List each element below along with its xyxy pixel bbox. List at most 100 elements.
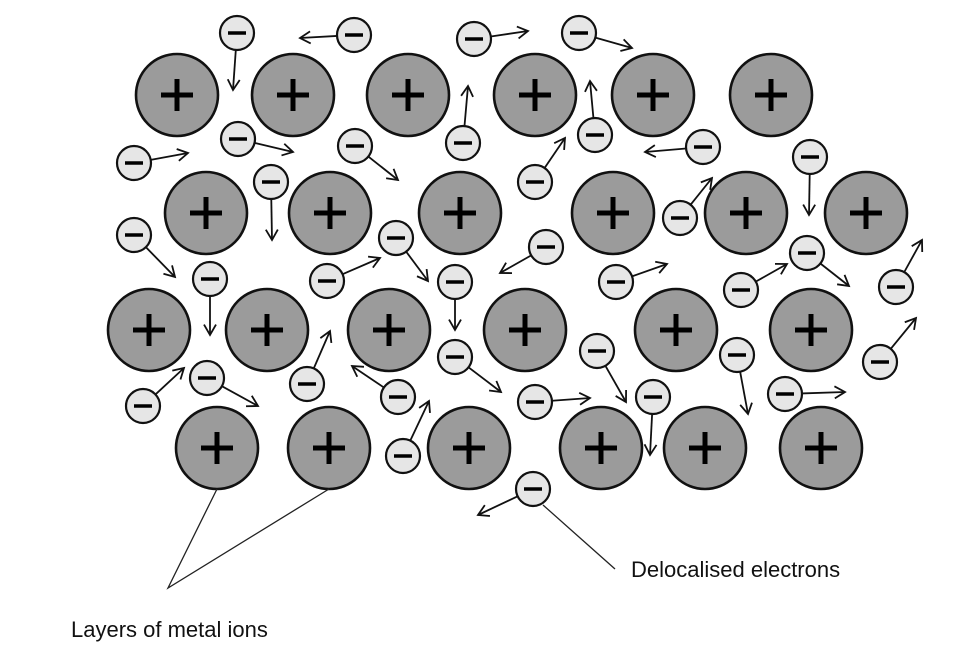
electron (576, 116, 614, 154)
arrow-head-icon (615, 389, 627, 404)
electron (336, 127, 374, 165)
electron (252, 163, 290, 201)
arrow-shaft (689, 177, 713, 206)
arrow-shaft (819, 262, 850, 287)
metal-ion (633, 287, 719, 373)
arrow-head-icon (911, 238, 924, 253)
arrow-head-icon (163, 265, 177, 279)
arrow-shaft (463, 85, 469, 127)
metal-ion (106, 287, 192, 373)
electron (288, 365, 326, 403)
arrow-head-icon (700, 176, 714, 190)
motion-arrow (145, 246, 177, 279)
arrow-shaft (405, 251, 429, 282)
motion-arrow (467, 366, 503, 394)
arrow-shaft (342, 257, 381, 276)
arrow-shaft (351, 365, 385, 389)
arrow-shaft (150, 152, 189, 161)
metal-ions-leader-line (166, 488, 330, 590)
electron (516, 163, 554, 201)
arrow-head-icon (350, 364, 365, 378)
motion-arrow (409, 399, 431, 442)
arrow-head-icon (498, 262, 513, 275)
motion-arrow (342, 255, 382, 276)
metal-ion (250, 52, 336, 138)
arrow-shaft (903, 239, 923, 273)
metal-ion (417, 170, 503, 256)
arrow-head-icon (281, 143, 295, 157)
motion-arrow (226, 49, 241, 92)
arrow-head-icon (774, 262, 789, 275)
motion-arrow (154, 366, 186, 396)
motion-arrow (643, 144, 687, 158)
arrow-shaft (644, 147, 687, 153)
motion-arrow (312, 329, 333, 369)
arrow-head-icon (516, 25, 530, 40)
delocalised-electrons-label: Delocalised electrons (631, 557, 840, 582)
arrow-head-icon (655, 260, 669, 274)
electron-motion-arrows (145, 25, 924, 517)
arrow-head-icon (578, 391, 592, 406)
metal-ion (492, 52, 578, 138)
metal-ion (823, 170, 909, 256)
motion-arrow (254, 142, 295, 157)
electron (877, 268, 915, 306)
arrow-shaft (631, 263, 668, 278)
electron (791, 138, 829, 176)
arrow-shaft (270, 198, 273, 241)
electron (634, 378, 672, 416)
electron (722, 271, 760, 309)
electron (218, 14, 256, 52)
metal-ion (174, 405, 260, 491)
delocalised-electrons (115, 14, 915, 508)
arrow-shaft (312, 330, 331, 369)
metal-ion (287, 170, 373, 256)
electron (527, 228, 565, 266)
metal-ion (224, 287, 310, 373)
electron (191, 260, 229, 298)
arrow-shaft (221, 385, 259, 407)
arrow-head-icon (203, 324, 217, 337)
arrow-head-icon (298, 30, 312, 45)
arrow-head-icon (833, 385, 847, 400)
metal-ion (163, 170, 249, 256)
electron (219, 120, 257, 158)
electron (560, 14, 598, 52)
arrow-head-icon (643, 443, 658, 457)
metal-ion (426, 405, 512, 491)
electron (661, 199, 699, 237)
electron (115, 216, 153, 254)
arrow-head-icon (418, 399, 431, 414)
metal-ion (558, 405, 644, 491)
metal-ion (768, 287, 854, 373)
metal-ion (134, 52, 220, 138)
electron (684, 128, 722, 166)
metal-ion (662, 405, 748, 491)
motion-arrow (350, 364, 385, 389)
arrow-head-icon (176, 148, 190, 162)
motion-arrow (265, 198, 279, 242)
electron (377, 219, 415, 257)
arrow-head-icon (448, 319, 462, 332)
arrow-shaft (808, 173, 811, 216)
motion-arrow (890, 316, 918, 350)
electrons-leader-line (542, 504, 616, 570)
motion-arrow (819, 262, 851, 288)
motion-arrow (448, 299, 462, 332)
electron (115, 144, 153, 182)
electron (455, 20, 493, 58)
arrow-shaft (490, 30, 529, 38)
metal-ion (728, 52, 814, 138)
arrow-shaft (543, 137, 566, 169)
arrow-head-icon (245, 395, 260, 408)
motion-arrow (298, 30, 338, 45)
arrow-shaft (232, 49, 237, 91)
electron (436, 338, 474, 376)
arrow-shaft (589, 80, 595, 119)
electron (308, 262, 346, 300)
motion-arrow (755, 262, 789, 283)
arrow-head-icon (385, 168, 400, 182)
motion-arrow (221, 385, 260, 408)
metal-ion (610, 52, 696, 138)
